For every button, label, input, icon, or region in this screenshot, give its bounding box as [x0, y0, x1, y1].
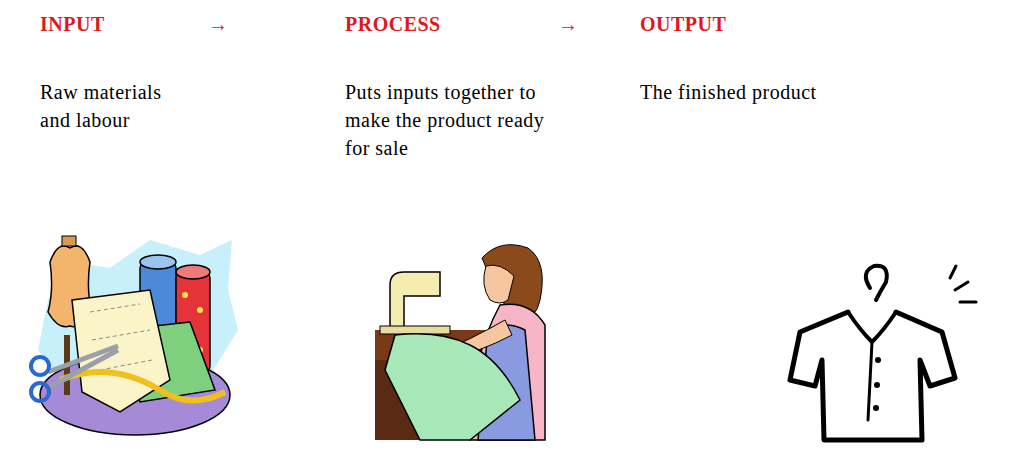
- stage-description: Puts inputs together to make the product…: [345, 78, 555, 162]
- stage-heading: OUTPUT: [640, 10, 726, 38]
- sewing-illustration: [375, 245, 545, 440]
- flow-arrow: →: [558, 10, 579, 38]
- stage-heading: PROCESS: [345, 10, 441, 38]
- flow-arrow: →: [208, 10, 229, 38]
- shirt-illustration: [790, 266, 976, 440]
- materials-illustration: [31, 236, 238, 435]
- stage-heading: INPUT: [40, 10, 105, 38]
- stage-description: Raw materials and labour: [40, 78, 190, 134]
- stage-description: The finished product: [640, 78, 817, 106]
